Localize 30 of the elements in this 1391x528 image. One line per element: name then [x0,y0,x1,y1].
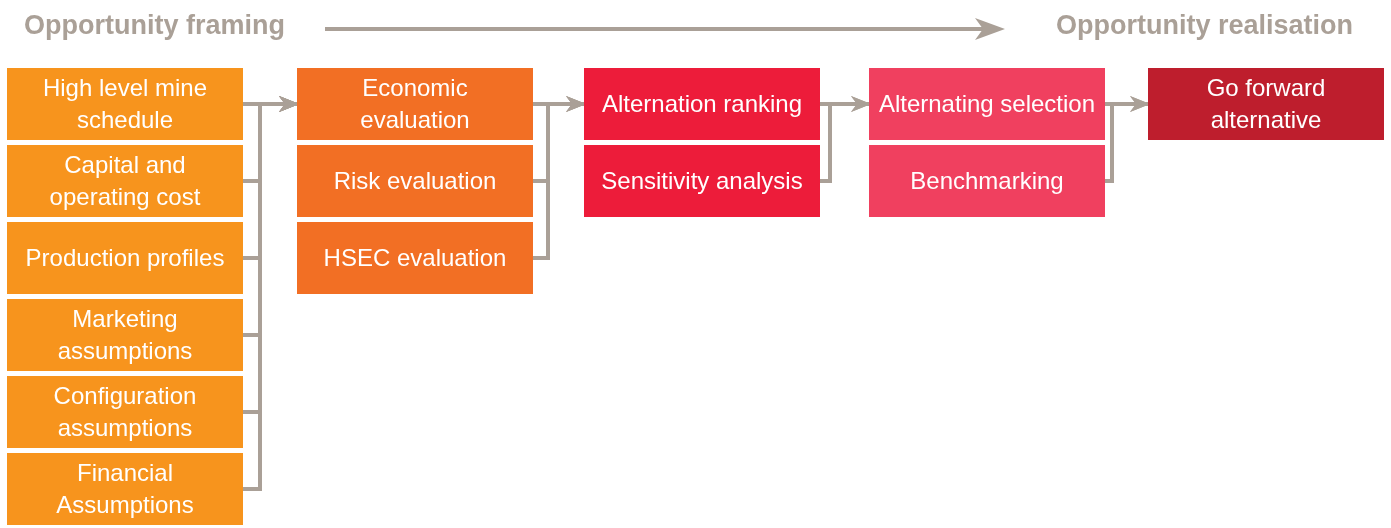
box-label: Capital and operating cost [48,149,202,212]
process-box [7,222,243,294]
process-box [297,145,533,217]
box-label: Sensitivity analysis [601,165,803,196]
process-box [1148,68,1384,140]
process-box [7,453,243,525]
stage-heading: Opportunity realisation [1055,10,1353,41]
box-label: Economic evaluation [359,72,471,135]
process-box [7,299,243,371]
box-label: Alternating selection [878,88,1096,119]
process-box [7,145,243,217]
process-box [584,145,820,217]
box-label: Alternation ranking [601,88,803,119]
process-box [297,68,533,140]
box-label: Configuration assumptions [52,380,198,443]
process-box [7,376,243,448]
box-label: Financial Assumptions [55,457,195,520]
box-label: Risk evaluation [333,165,497,196]
box-label: Go forward alternative [1205,72,1327,135]
process-box [297,222,533,294]
process-box [584,68,820,140]
box-label: High level mine schedule [41,72,209,135]
box-label: HSEC evaluation [323,242,507,273]
process-box [869,68,1105,140]
process-box [7,68,243,140]
stage-heading: Opportunity framing [24,10,285,41]
process-box [869,145,1105,217]
box-label: Marketing assumptions [56,303,194,366]
box-label: Production profiles [25,242,225,273]
box-label: Benchmarking [910,165,1064,196]
